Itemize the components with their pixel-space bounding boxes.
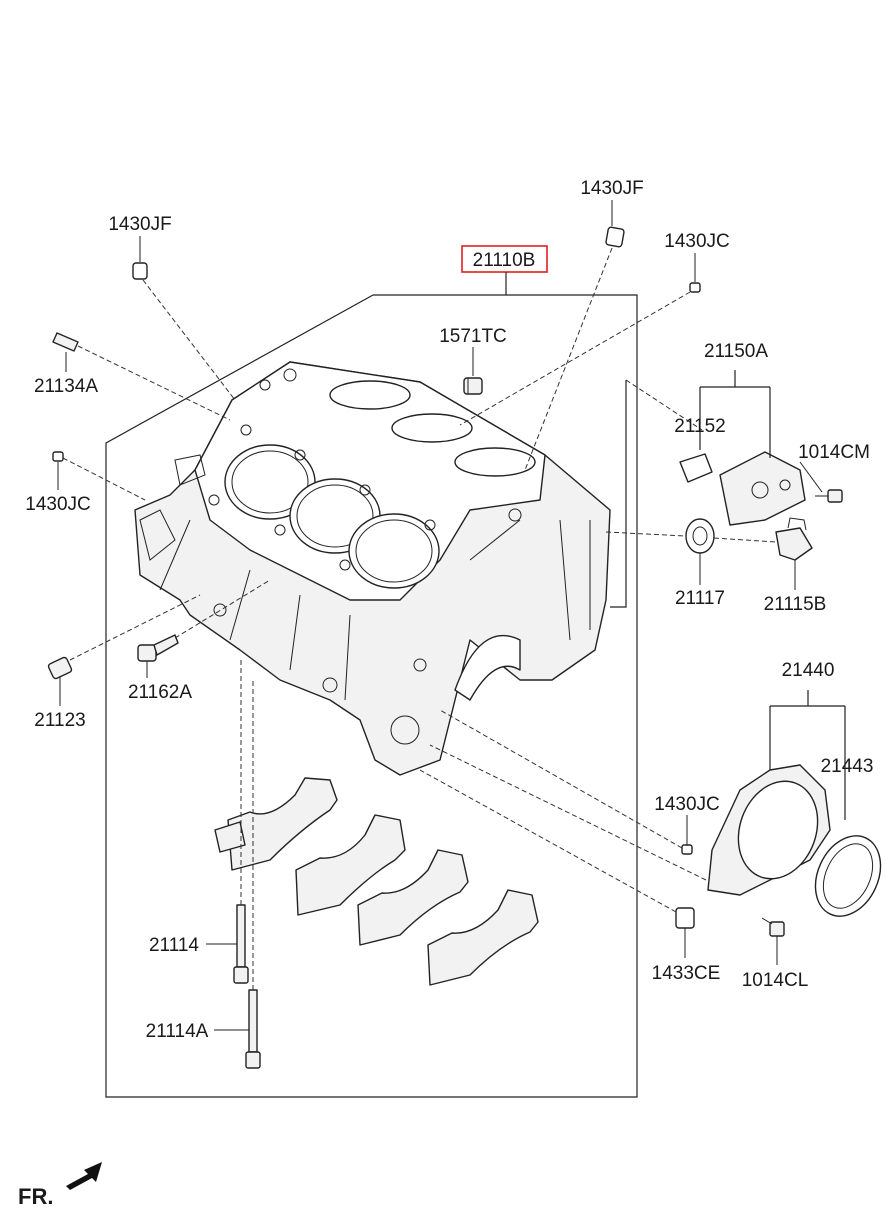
pin-1430jc-right	[439, 709, 693, 855]
label-1430jc-top[interactable]: 1430JC	[664, 231, 730, 252]
label-1014cm[interactable]: 1014CM	[798, 442, 870, 463]
label-21440[interactable]: 21440	[782, 660, 835, 681]
seal-case-21440	[707, 690, 846, 896]
label-21117[interactable]: 21117	[675, 588, 725, 609]
label-21162a[interactable]: 21162A	[128, 682, 192, 703]
label-21134a[interactable]: 21134A	[34, 376, 98, 397]
engine-block	[134, 361, 611, 776]
bolt-1014cm	[815, 489, 843, 503]
front-arrow-icon	[66, 1162, 102, 1190]
label-1571tc[interactable]: 1571TC	[439, 326, 507, 347]
bolt-21114	[233, 660, 249, 984]
front-direction-indicator: FR.	[18, 1162, 102, 1209]
label-21114[interactable]: 21114	[149, 935, 199, 956]
label-1014cl[interactable]: 1014CL	[742, 970, 809, 991]
washer-21117	[605, 518, 777, 554]
dowel-1433ce	[419, 744, 707, 929]
label-21110b[interactable]: 21110B	[473, 250, 536, 271]
label-1430jf-right[interactable]: 1430JF	[580, 178, 643, 199]
dowel-1430jf-right	[524, 226, 625, 471]
cover-group-bracket	[610, 380, 627, 608]
bolt-21114a	[245, 680, 261, 1069]
main-part-highlight	[461, 245, 548, 273]
label-21443[interactable]: 21443	[821, 756, 874, 777]
bolt-21162a	[137, 579, 271, 662]
label-21115b[interactable]: 21115B	[764, 594, 827, 615]
label-1433ce[interactable]: 1433CE	[652, 963, 721, 984]
front-label: FR.	[18, 1184, 53, 1209]
label-21150a[interactable]: 21150A	[704, 341, 768, 362]
pin-1430jc-top	[459, 282, 701, 426]
label-1430jf-left[interactable]: 1430JF	[108, 214, 171, 235]
label-21123[interactable]: 21123	[34, 710, 85, 731]
bolt-1014cl	[761, 917, 785, 937]
label-21152[interactable]: 21152	[674, 416, 725, 437]
label-1430jc-right[interactable]: 1430JC	[654, 794, 720, 815]
oil-seal-21443	[814, 835, 882, 917]
dowel-1430jf-left	[132, 262, 236, 401]
stud-21134a	[52, 332, 231, 421]
leader-cm	[799, 461, 823, 493]
label-21114a[interactable]: 21114A	[146, 1021, 209, 1042]
pin-1430jc-left	[52, 451, 146, 501]
cover-group-leader	[625, 379, 703, 431]
assembly-frame	[105, 294, 638, 1098]
label-1430jc-left[interactable]: 1430JC	[25, 494, 91, 515]
cover-21150a	[699, 370, 806, 526]
gasket-21152	[679, 453, 713, 483]
plug-21123	[47, 594, 201, 680]
main-bearing-caps	[214, 777, 539, 986]
plug-21115b	[775, 517, 813, 561]
plug-1571tc	[463, 377, 483, 395]
